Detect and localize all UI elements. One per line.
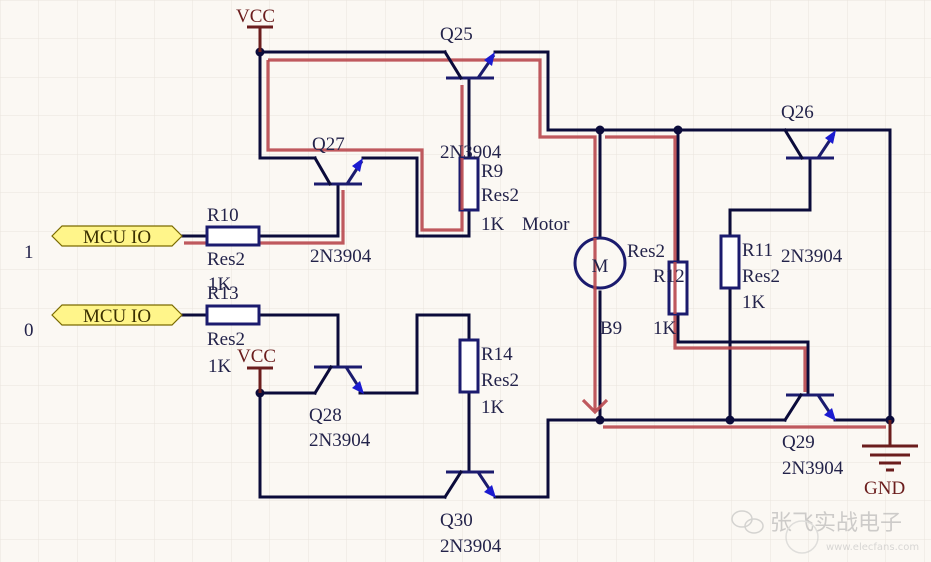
- r12-ref: R12: [653, 266, 685, 287]
- emitter-arrow-icon: [484, 52, 495, 66]
- port-label: MCU IO: [83, 227, 151, 248]
- r13-value: 1K: [208, 356, 232, 377]
- emitter-arrow-icon: [824, 408, 836, 421]
- transistor-q28[interactable]: [312, 364, 364, 396]
- q27-ref: Q27: [312, 134, 345, 155]
- r14-ref: R14: [481, 344, 513, 365]
- transistor-q25[interactable]: [442, 49, 496, 81]
- r11-ref: R11: [742, 240, 773, 261]
- r13-type: Res2: [207, 329, 245, 350]
- r9-ref: R9: [481, 161, 503, 182]
- transistor-q29[interactable]: [782, 392, 836, 423]
- transistor-q26[interactable]: [782, 127, 836, 161]
- watermark-text: 张飞实战电子: [770, 511, 902, 536]
- net-label-1: 1: [24, 242, 34, 263]
- emitter-arrow-icon: [484, 485, 496, 498]
- resistor-r13[interactable]: [205, 304, 261, 326]
- r13-ref: R13: [207, 283, 239, 304]
- watermark: 张飞实战电子 www.elecfans.com: [731, 510, 919, 554]
- motor-ref: B9: [600, 318, 622, 339]
- r11-type: Res2: [742, 266, 780, 287]
- r12-value: 1K: [653, 318, 677, 339]
- vcc-symbol-top: VCC: [236, 6, 275, 52]
- r11-value: 1K: [742, 292, 766, 313]
- resistor-r10[interactable]: [205, 225, 261, 247]
- gnd-label: GND: [864, 478, 905, 499]
- vcc-symbol-bottom: VCC: [237, 346, 276, 393]
- q27-part: 2N3904: [310, 246, 372, 267]
- q28-part: 2N3904: [309, 430, 371, 451]
- q25-ref: Q25: [440, 24, 473, 45]
- q25-part: 2N3904: [440, 142, 502, 163]
- transistor-q27[interactable]: [312, 155, 364, 187]
- q26-part: 2N3904: [781, 246, 843, 267]
- motor-symbol: M: [592, 256, 609, 277]
- motor-label: Motor: [522, 214, 570, 235]
- r14-value: 1K: [481, 397, 505, 418]
- resistor-r11[interactable]: [719, 234, 741, 290]
- resistor-r9[interactable]: [458, 156, 480, 212]
- q26-ref: Q26: [781, 102, 814, 123]
- net-label-0: 0: [24, 320, 34, 341]
- port-label: MCU IO: [83, 306, 151, 327]
- r9-type: Res2: [481, 185, 519, 206]
- transistor-q30[interactable]: [442, 469, 496, 500]
- watermark-url: www.elecfans.com: [826, 542, 919, 553]
- q30-part: 2N3904: [440, 536, 502, 557]
- r10-type: Res2: [207, 249, 245, 270]
- emitter-arrow-icon: [352, 381, 364, 394]
- r10-value: 1K: [208, 274, 232, 295]
- resistor-r14[interactable]: [458, 338, 480, 394]
- q29-part: 2N3904: [782, 458, 844, 479]
- wires: [178, 50, 892, 499]
- component-labels: Q25 2N3904 R9 Res2 1K Motor Q27 2N3904 R…: [207, 24, 844, 557]
- r12-type: Res2: [627, 241, 665, 262]
- emitter-arrow-icon: [352, 158, 363, 172]
- motor-b9[interactable]: M: [573, 236, 627, 290]
- port-mcu-io-0[interactable]: MCU IO: [51, 304, 183, 327]
- r10-ref: R10: [207, 205, 239, 226]
- emitter-arrow-icon: [825, 130, 836, 144]
- q29-ref: Q29: [782, 432, 815, 453]
- r9-value: 1K: [481, 214, 505, 235]
- r14-type: Res2: [481, 370, 519, 391]
- q30-ref: Q30: [440, 510, 473, 531]
- port-mcu-io-1[interactable]: MCU IO: [51, 225, 183, 248]
- q28-ref: Q28: [309, 405, 342, 426]
- vcc-label: VCC: [237, 346, 276, 367]
- gnd-symbol: GND: [862, 420, 918, 499]
- elecfans-logo-icon: [785, 520, 819, 554]
- wechat-icon: [731, 510, 764, 534]
- vcc-label: VCC: [236, 6, 275, 27]
